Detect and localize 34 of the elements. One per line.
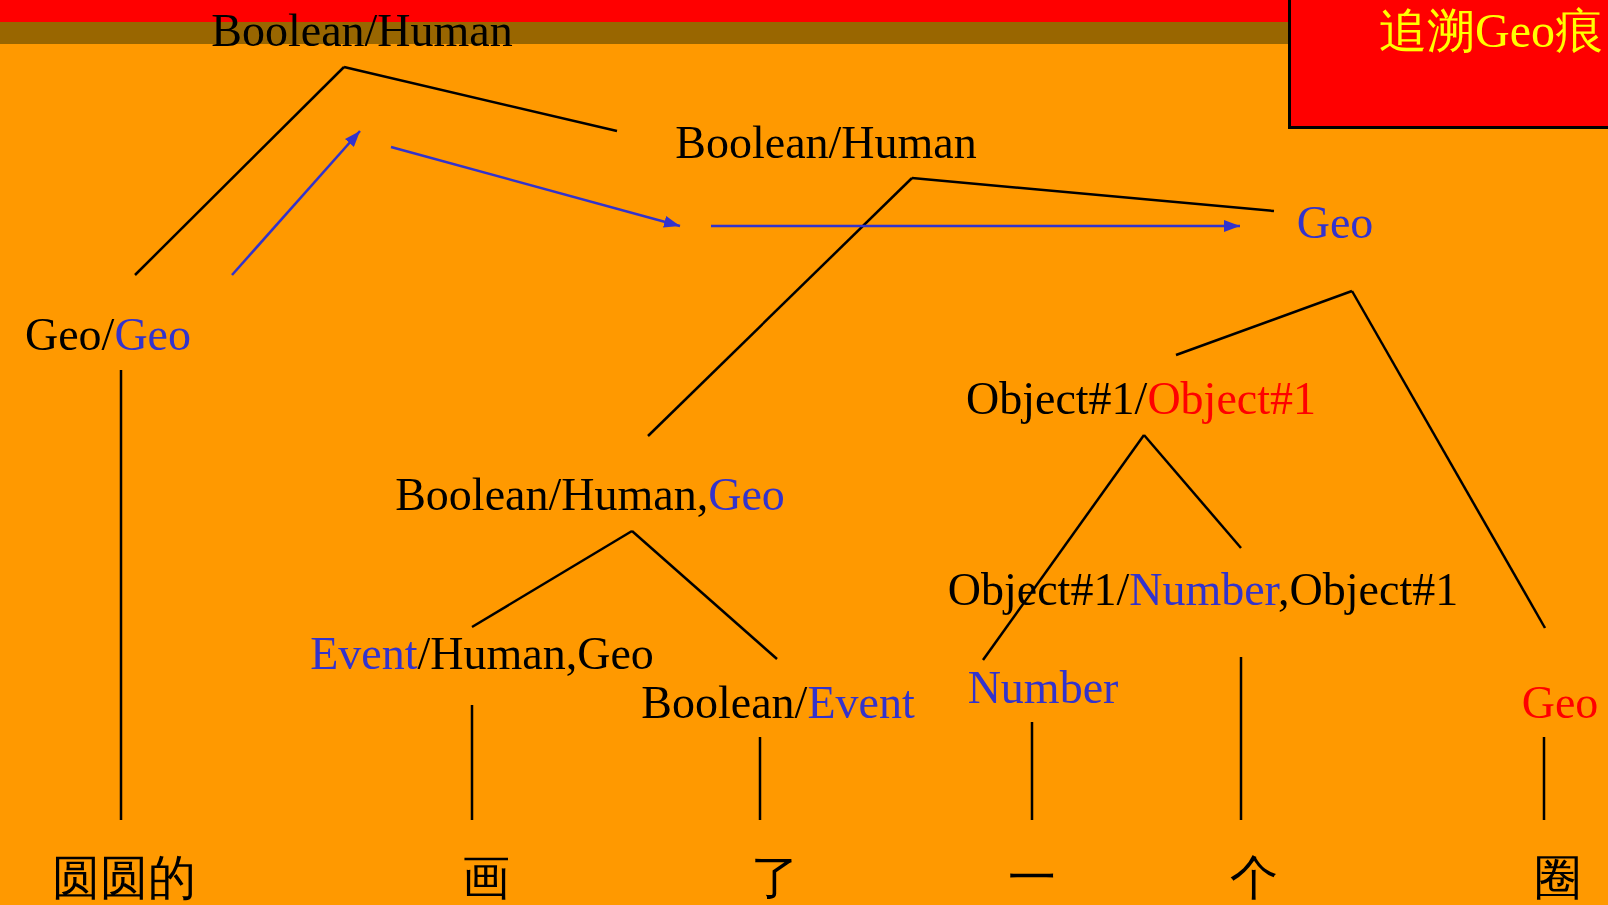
arrow [231,130,361,276]
tree-line [631,530,778,660]
word-label: 了 [751,851,799,905]
tree-line [470,705,474,820]
word-label: 画 [462,851,510,905]
tree-line [1143,434,1242,549]
tree-line [1350,290,1547,629]
tree-line [1239,657,1243,820]
tree-line [1030,722,1034,820]
arrow [390,145,681,228]
title-box: 追溯Geo痕 [1288,0,1608,129]
tree-line [1175,289,1353,357]
tree-line [471,529,633,629]
category-label: Event/Human,Geo [310,628,654,680]
tree-line [134,66,345,276]
tree-line [343,65,618,133]
arrow [711,220,1240,232]
word-label: 圈 [1534,851,1582,905]
word-label: 一 [1008,851,1056,905]
tree-line [647,177,913,437]
word-label: 个 [1230,851,1278,905]
tree-line [119,370,123,820]
tree-line [911,176,1275,213]
category-label: Geo [1521,677,1599,729]
tree-line [1542,737,1546,820]
word-label: 圆圆的 [52,851,196,905]
category-label: Object#1/Object#1 [966,373,1316,425]
tree-line [758,737,762,820]
category-label: Geo/Geo [24,309,192,361]
category-label: Boolean/Human [675,117,977,169]
category-label: Geo [1296,197,1374,249]
category-label: Boolean/Event [641,677,915,729]
category-label: Number [967,662,1119,714]
category-label: Boolean/Human,Geo [395,469,785,521]
